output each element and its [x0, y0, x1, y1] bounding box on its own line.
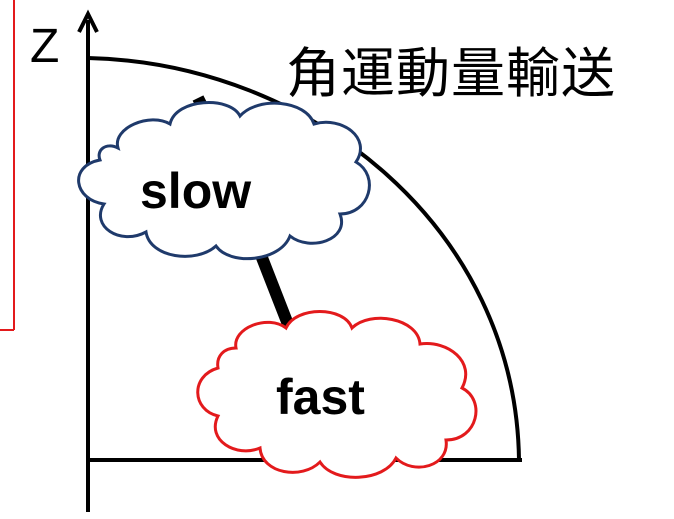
fast-cloud [196, 310, 478, 479]
diagram-title: 角運動量輸送 [286, 42, 616, 105]
red-frame-fragment [0, 0, 15, 331]
axis-label-z: Z [30, 20, 59, 73]
slow-cloud-label: slow [140, 163, 251, 219]
star-quarter-arc [87, 56, 521, 461]
slow-cloud [77, 101, 371, 261]
z-axis [77, 9, 99, 512]
fast-cloud-label: fast [276, 369, 365, 425]
